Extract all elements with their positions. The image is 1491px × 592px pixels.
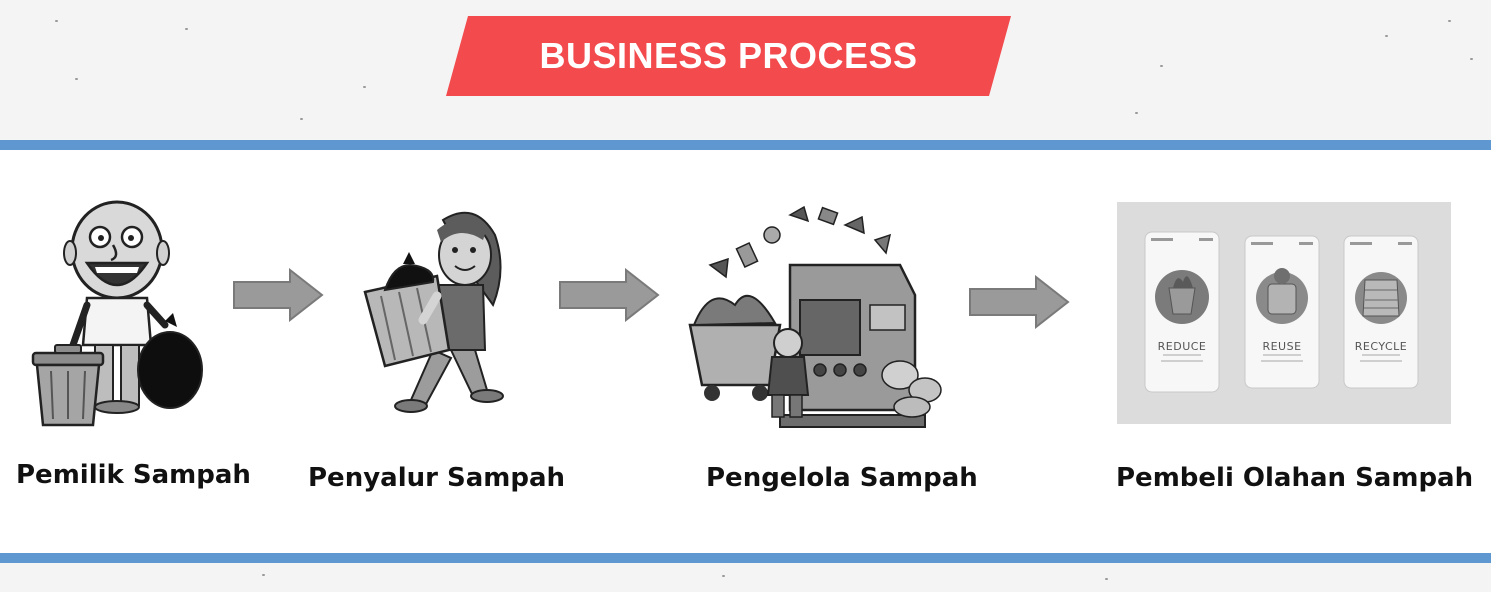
phones-backdrop xyxy=(1144,231,1419,393)
step-label-pemilik: Pemilik Sampah xyxy=(16,460,251,490)
reduce-reuse-recycle-phones-illustration: REDUCE REUSE RECYCLE xyxy=(1117,202,1451,424)
speck xyxy=(722,575,725,577)
speck xyxy=(262,574,265,576)
step-label-pembeli: Pembeli Olahan Sampah xyxy=(1116,463,1474,493)
speck xyxy=(55,20,58,22)
speck xyxy=(1470,58,1473,60)
speck xyxy=(363,86,366,88)
title-banner: BUSINESS PROCESS xyxy=(446,16,1011,96)
page-title: BUSINESS PROCESS xyxy=(539,35,918,76)
arrow-right-icon xyxy=(233,268,324,322)
speck xyxy=(1385,35,1388,37)
card-label-recycle: RECYCLE xyxy=(1354,340,1408,353)
trash-owner-illustration xyxy=(25,195,205,430)
speck xyxy=(75,78,78,80)
speck xyxy=(300,118,303,120)
speck xyxy=(1160,65,1163,67)
bottom-divider-band xyxy=(0,553,1491,563)
step-label-penyalur: Penyalur Sampah xyxy=(308,463,566,493)
speck xyxy=(1105,578,1108,580)
card-label-reuse: REUSE xyxy=(1262,340,1302,353)
speck xyxy=(1135,112,1138,114)
trash-carrier-illustration xyxy=(363,211,504,413)
card-label-reduce: REDUCE xyxy=(1157,340,1207,353)
arrow-right-icon xyxy=(559,268,660,322)
arrow-right-icon xyxy=(969,275,1070,329)
speck xyxy=(1448,20,1451,22)
top-divider-band xyxy=(0,140,1491,150)
speck xyxy=(185,28,188,30)
step-label-pengelola: Pengelola Sampah xyxy=(706,463,978,493)
waste-processing-machine-illustration xyxy=(688,205,942,428)
